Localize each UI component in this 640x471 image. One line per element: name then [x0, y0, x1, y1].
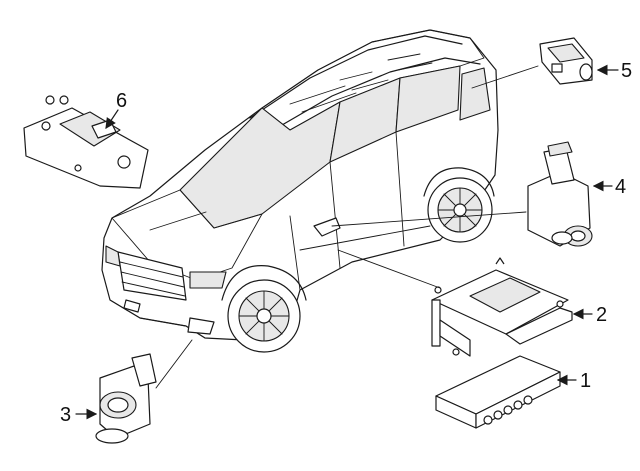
- callout-2: 2: [596, 304, 607, 326]
- part-1-control-module: [435, 355, 561, 429]
- arrow-6: [105, 109, 119, 129]
- callout-3: 3: [60, 404, 71, 426]
- leader-lines: [155, 65, 539, 389]
- part-2-mounting-bracket: [431, 257, 573, 357]
- callout-6: 6: [116, 90, 127, 112]
- callout-4: 4: [615, 176, 626, 198]
- callout-5: 5: [621, 60, 632, 82]
- vehicle-illustration: [101, 29, 499, 353]
- part-6-sensor-bracket: [23, 95, 149, 189]
- callout-1: 1: [580, 370, 591, 392]
- part-4-camera: [527, 141, 593, 247]
- callout-labels: 1 2 3 4 5 6: [60, 60, 632, 426]
- callout-arrows: [75, 64, 619, 420]
- part-3-parking-sensor: [95, 353, 157, 444]
- part-5-connector: [539, 37, 593, 85]
